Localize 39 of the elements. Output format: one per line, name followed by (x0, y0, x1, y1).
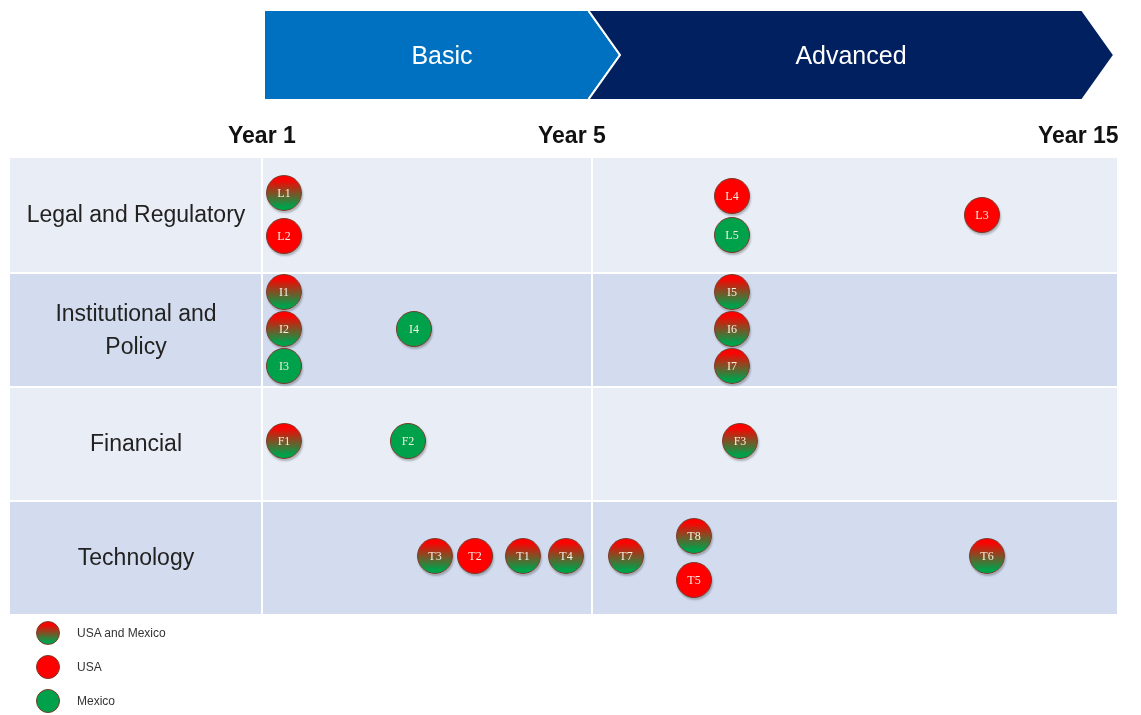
phase-label: Advanced (795, 40, 907, 70)
legend-label: Mexico (77, 694, 115, 708)
milestone-marker: T8 (676, 518, 712, 554)
milestone-marker: I4 (396, 311, 432, 347)
milestone-marker: I3 (266, 348, 302, 384)
legend-label: USA (77, 660, 102, 674)
milestone-marker: F2 (390, 423, 426, 459)
milestone-marker: L1 (266, 175, 302, 211)
row-heading: Technology (76, 543, 196, 573)
milestone-marker: L5 (714, 217, 750, 253)
milestone-marker: F1 (266, 423, 302, 459)
category-row (10, 502, 1117, 614)
milestone-marker: T3 (417, 538, 453, 574)
milestone-marker: L2 (266, 218, 302, 254)
category-row (10, 158, 1117, 272)
milestone-marker: I5 (714, 274, 750, 310)
row-heading: Institutional and Policy (54, 298, 218, 361)
year-label: Year 15 (1038, 122, 1119, 149)
milestone-marker: I2 (266, 311, 302, 347)
milestone-marker: T7 (608, 538, 644, 574)
milestone-marker: I6 (714, 311, 750, 347)
legend-label: USA and Mexico (77, 626, 166, 640)
milestone-marker: L3 (964, 197, 1000, 233)
milestone-marker: T6 (969, 538, 1005, 574)
milestone-marker: T4 (548, 538, 584, 574)
milestone-marker: T5 (676, 562, 712, 598)
year-label: Year 5 (538, 122, 606, 149)
category-row (10, 274, 1117, 386)
milestone-marker: I1 (266, 274, 302, 310)
milestone-marker: T1 (505, 538, 541, 574)
milestone-marker: F3 (722, 423, 758, 459)
row-heading: Financial (88, 429, 183, 459)
year-label: Year 1 (228, 122, 296, 149)
milestone-marker: L4 (714, 178, 750, 214)
row-heading: Legal and Regulatory (26, 200, 246, 230)
milestone-marker: T2 (457, 538, 493, 574)
category-row (10, 388, 1117, 500)
milestone-marker: I7 (714, 348, 750, 384)
phase-label: Basic (411, 40, 473, 70)
